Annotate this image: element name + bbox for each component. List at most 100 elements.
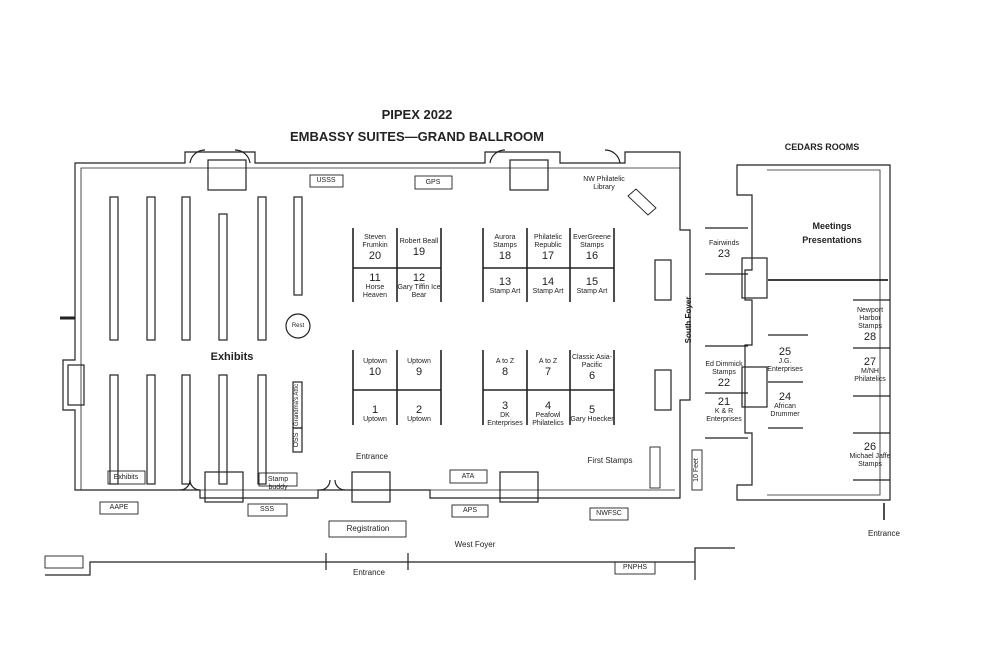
booth-vendor: African Drummer [770, 403, 800, 418]
booth-number: 26 [863, 441, 877, 453]
booth-vendor: Fairwinds [709, 240, 739, 247]
booth-vendor: Stamp Art [489, 288, 521, 295]
registration-table: Registration [346, 524, 390, 533]
booth-number: 4 [544, 400, 552, 412]
booth-number: 17 [541, 250, 555, 262]
foyer-entrance-label: Entrance [352, 568, 386, 577]
exhibits-table: Exhibits [113, 474, 139, 481]
exhibits-label: Exhibits [210, 351, 254, 363]
presentations-label: Presentations [802, 235, 862, 245]
booth-vendor: Robert Beall [399, 238, 439, 245]
booth-vendor: Horse Heaven [362, 284, 388, 299]
cedars-entrance-label: Entrance [867, 529, 901, 538]
usss-table: USSS [316, 177, 336, 184]
booth-vendor: Aurora Stamps [493, 234, 517, 249]
cedars-walls [705, 164, 891, 501]
booth-vendor: A to Z [495, 358, 515, 365]
aape-table: AAPE [109, 504, 129, 511]
first-stamps-label: First Stamps [587, 456, 633, 465]
grandmas-attic-label: Grandma's Attic [294, 383, 300, 427]
meetings-label: Meetings [812, 221, 852, 231]
booth-number: 9 [415, 366, 423, 378]
booth-number: 11 [369, 272, 381, 284]
booth-number: 6 [588, 370, 596, 382]
exhibit-frames [109, 196, 311, 485]
ballroom-walls [60, 149, 691, 503]
cedars-title: CEDARS ROOMS [784, 142, 860, 152]
entrance-label: Entrance [355, 452, 389, 461]
booth-vendor: Uptown [363, 358, 387, 365]
booth-number: 22 [717, 377, 731, 389]
booth-number: 7 [544, 366, 552, 378]
booth-number: 1 [371, 404, 379, 416]
booth-vendor: Peafowl Philatelics [532, 412, 564, 427]
booth-number: 20 [368, 250, 382, 262]
booth-number: 3 [501, 400, 509, 412]
booth-vendor: Uptown [363, 416, 387, 423]
booth-vendor: Gary Tiffin Ice Bear [397, 284, 441, 299]
booth-number: 18 [498, 250, 512, 262]
booth-vendor: Uptown [407, 358, 431, 365]
booth-number: 8 [501, 366, 509, 378]
booth-number: 21 [717, 396, 731, 408]
booth-number: 23 [717, 248, 731, 260]
booth-vendor: DK Enterprises [487, 412, 523, 427]
pnphs-table: PNPHS [622, 564, 648, 571]
booth-number: 13 [498, 276, 512, 288]
south-foyer-label: South Foyer [684, 296, 693, 344]
booth-number: 12 [412, 272, 426, 284]
booth-grid [352, 228, 615, 425]
booth-vendor: K & R Enterprises [706, 408, 742, 423]
booth-vendor: Steven Frumkin [362, 234, 388, 249]
rest-label: Rest [291, 323, 305, 329]
booth-number: 16 [585, 250, 599, 262]
booth-number: 24 [778, 391, 792, 403]
booth-vendor: Ed Dimmick Stamps [705, 361, 743, 376]
gps-table: GPS [425, 179, 441, 186]
booth-number: 5 [588, 404, 596, 416]
ata-table: ATA [461, 473, 475, 480]
booth-vendor: J.G. Enterprises [767, 358, 803, 373]
booth-number: 2 [415, 404, 423, 416]
booth-number: 28 [863, 331, 877, 343]
nw-library-label: NW Philatelic Library [583, 176, 625, 191]
booth-number: 14 [541, 276, 555, 288]
booth-vendor: A to Z [538, 358, 558, 365]
booth-vendor: Philatelic Republic [533, 234, 562, 249]
booth-number: 19 [412, 246, 426, 258]
booth-vendor: Michael Jaffe Stamps [849, 453, 891, 468]
sss-table: SSS [259, 506, 275, 513]
booth-vendor: Stamp Art [532, 288, 564, 295]
title-line1: PIPEX 2022 [381, 107, 453, 122]
booth-vendor: Stamp Art [576, 288, 608, 295]
booth-number: 15 [585, 276, 599, 288]
title-line2: EMBASSY SUITES—GRAND BALLROOM [290, 129, 544, 144]
nwfsc-table: NWFSC [596, 510, 622, 517]
booth-number: 27 [863, 356, 877, 368]
west-foyer-label: West Foyer [454, 540, 496, 549]
booth-vendor: Uptown [407, 416, 431, 423]
